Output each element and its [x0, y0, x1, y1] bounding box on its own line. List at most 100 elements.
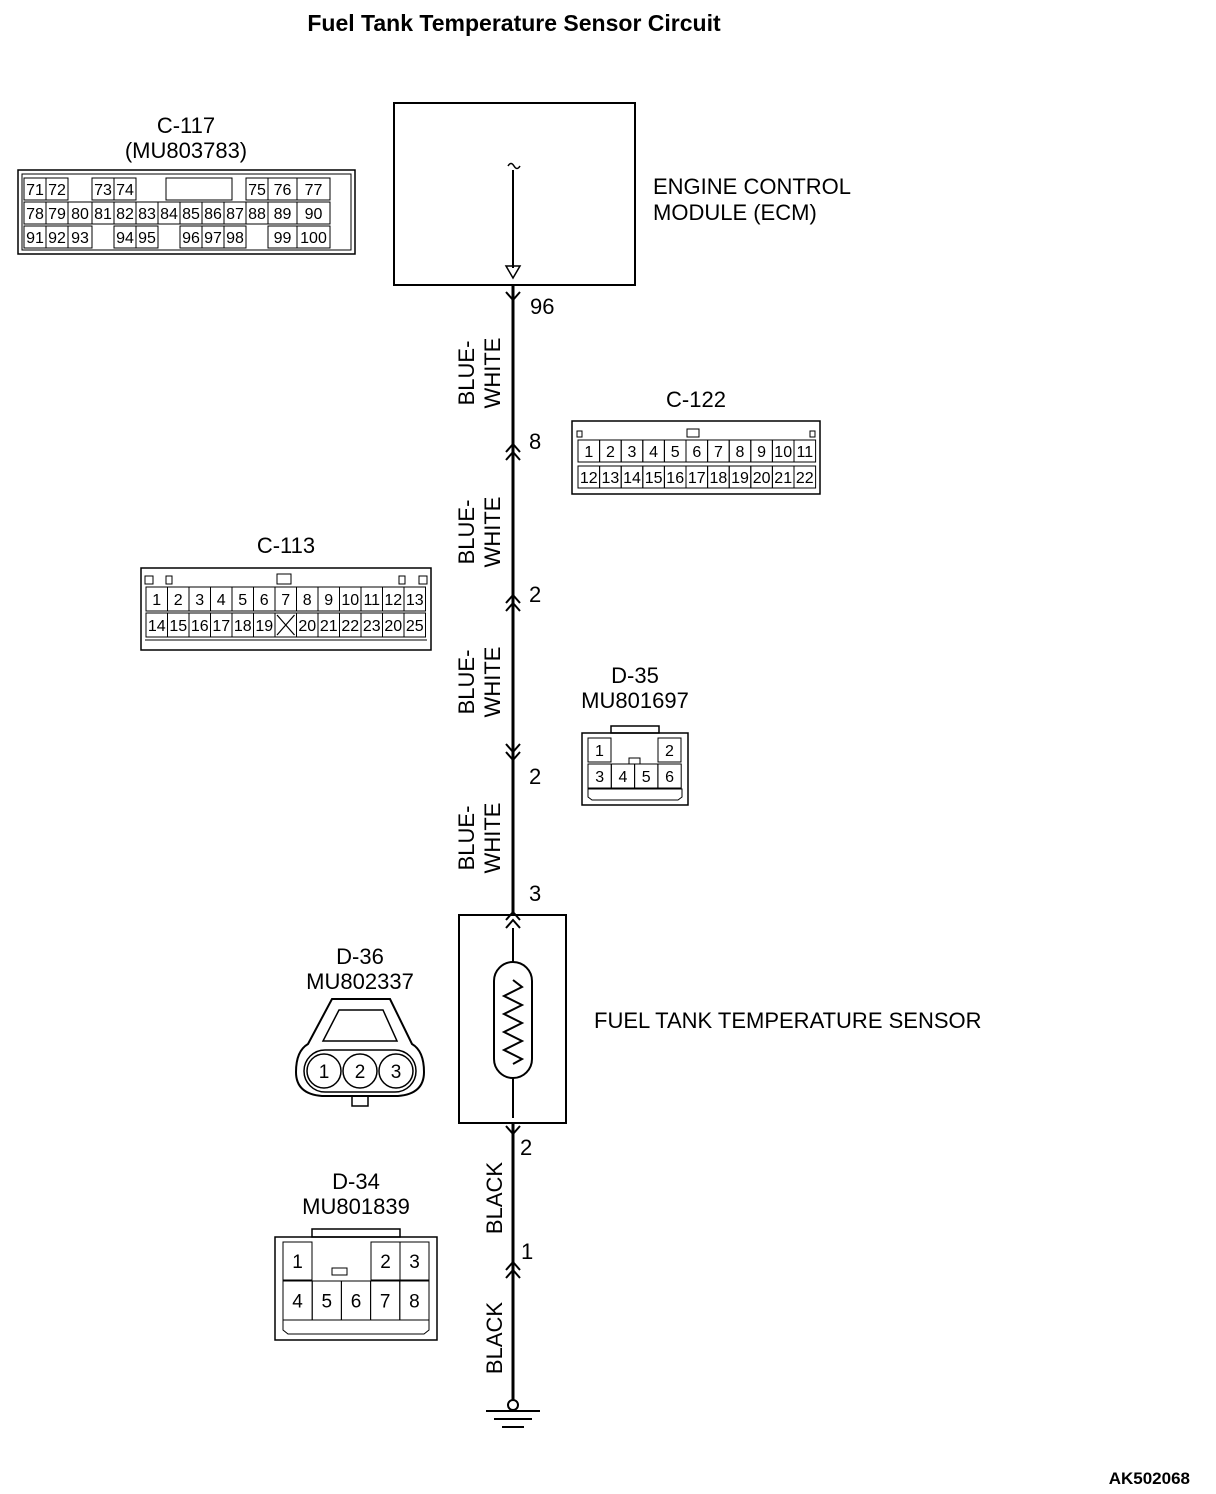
pin-number: 11 [363, 592, 380, 609]
pin-number: 98 [226, 230, 244, 247]
wire-color-line1: BLACK [482, 1162, 507, 1234]
pin-number: 9 [757, 444, 766, 461]
pin-number: 2 [380, 1252, 391, 1273]
connector-part: MU801697 [581, 688, 689, 713]
pin-number: 13 [602, 470, 620, 487]
pin-cell [378, 1053, 414, 1089]
pin-number: 15 [645, 470, 663, 487]
pin-cell [67, 225, 93, 249]
pin-number: 2 [174, 592, 183, 609]
blank-cavity [165, 177, 233, 201]
pin-number: 72 [48, 182, 66, 199]
pin-cell [793, 465, 817, 489]
wire-color-line1: BLACK [482, 1302, 507, 1374]
pin-cell [403, 586, 426, 612]
pin-number: 2 [355, 1062, 366, 1083]
pin-number: 20 [753, 470, 771, 487]
wire-color-line1: BLUE- [454, 341, 479, 406]
pin-number: 97 [204, 230, 222, 247]
pin-number: 99 [274, 230, 292, 247]
junction-pin-label: 2 [529, 582, 541, 607]
wire-color-line2: WHITE [480, 497, 505, 568]
pin-number: 76 [274, 182, 292, 199]
pin-number: 1 [319, 1062, 330, 1083]
connector-pin-grid: 1 2 3 [306, 1053, 414, 1089]
pin-number: 89 [274, 206, 292, 223]
pin-number: 84 [160, 206, 178, 223]
junction-d35: 2 [505, 743, 541, 789]
pin-number: 4 [649, 444, 658, 461]
resistor-zigzag-icon [501, 979, 525, 1065]
ecm-label-line2: MODULE (ECM) [653, 200, 817, 225]
pin-cell [282, 1241, 313, 1281]
pin-number: 96 [182, 230, 200, 247]
pin-number: 18 [234, 618, 252, 635]
junction-pin-label: 2 [529, 764, 541, 789]
pin-number: 8 [303, 592, 312, 609]
diagram-title: Fuel Tank Temperature Sensor Circuit [307, 10, 721, 36]
pin-number: 3 [391, 1062, 402, 1083]
pin-number: 9 [324, 592, 333, 609]
ecm-terminal-icon [505, 291, 521, 302]
connector-part: (MU803783) [125, 138, 247, 163]
pin-number: 82 [116, 206, 134, 223]
pin-number: 7 [281, 592, 290, 609]
connector-name: C-117 [157, 113, 215, 138]
sensor-terminal-bottom-icon [505, 1125, 521, 1136]
fuel-tank-temperature-sensor: 3 2 FUEL TANK TEMPERATURE SENSOR [458, 881, 982, 1160]
wire-label-4: BLUE- WHITE [454, 803, 505, 874]
pin-number: 25 [406, 618, 424, 635]
wire-label-5: BLACK [482, 1162, 507, 1234]
pin-number: 91 [26, 230, 44, 247]
pin-number: 6 [665, 769, 674, 786]
pin-number: 11 [796, 444, 813, 461]
pin-number: 21 [320, 618, 338, 635]
connector-part: MU801839 [302, 1194, 410, 1219]
wire-label-2: BLUE- WHITE [454, 497, 505, 568]
pin-number: 18 [710, 470, 728, 487]
pin-number: 6 [692, 444, 701, 461]
pin-cell [296, 177, 331, 201]
pin-number: 22 [341, 618, 359, 635]
wire-color-line1: BLUE- [454, 500, 479, 565]
input-arrow-icon [504, 265, 522, 280]
pin-number: 90 [305, 206, 323, 223]
pin-number: 93 [71, 230, 89, 247]
pin-number: 16 [666, 470, 684, 487]
ground-icon [486, 1399, 540, 1428]
pin-number: 86 [204, 206, 222, 223]
pin-number: 4 [217, 592, 226, 609]
pin-number: 1 [595, 743, 604, 760]
pin-number: 2 [606, 444, 615, 461]
sensor-label: FUEL TANK TEMPERATURE SENSOR [594, 1008, 982, 1033]
wire-color-line2: WHITE [480, 647, 505, 718]
pin-cell [657, 737, 682, 763]
pin-number: 8 [409, 1292, 420, 1313]
pin-number: 74 [116, 182, 134, 199]
pin-number: 14 [148, 618, 166, 635]
pin-cell [296, 225, 331, 249]
pin-number: 5 [671, 444, 680, 461]
pin-cell [45, 177, 69, 201]
pin-number: 17 [688, 470, 706, 487]
pin-number: 20 [384, 618, 402, 635]
wire-label-6: BLACK [482, 1302, 507, 1374]
pin-number: 87 [226, 206, 244, 223]
pin-number: 4 [618, 769, 627, 786]
pin-cell [587, 737, 612, 763]
pin-number: 2 [665, 743, 674, 760]
ecm-pin-label: 96 [530, 294, 554, 319]
pin-number: 85 [182, 206, 200, 223]
pin-cell [657, 763, 682, 789]
wire-label-3: BLUE- WHITE [454, 647, 505, 718]
